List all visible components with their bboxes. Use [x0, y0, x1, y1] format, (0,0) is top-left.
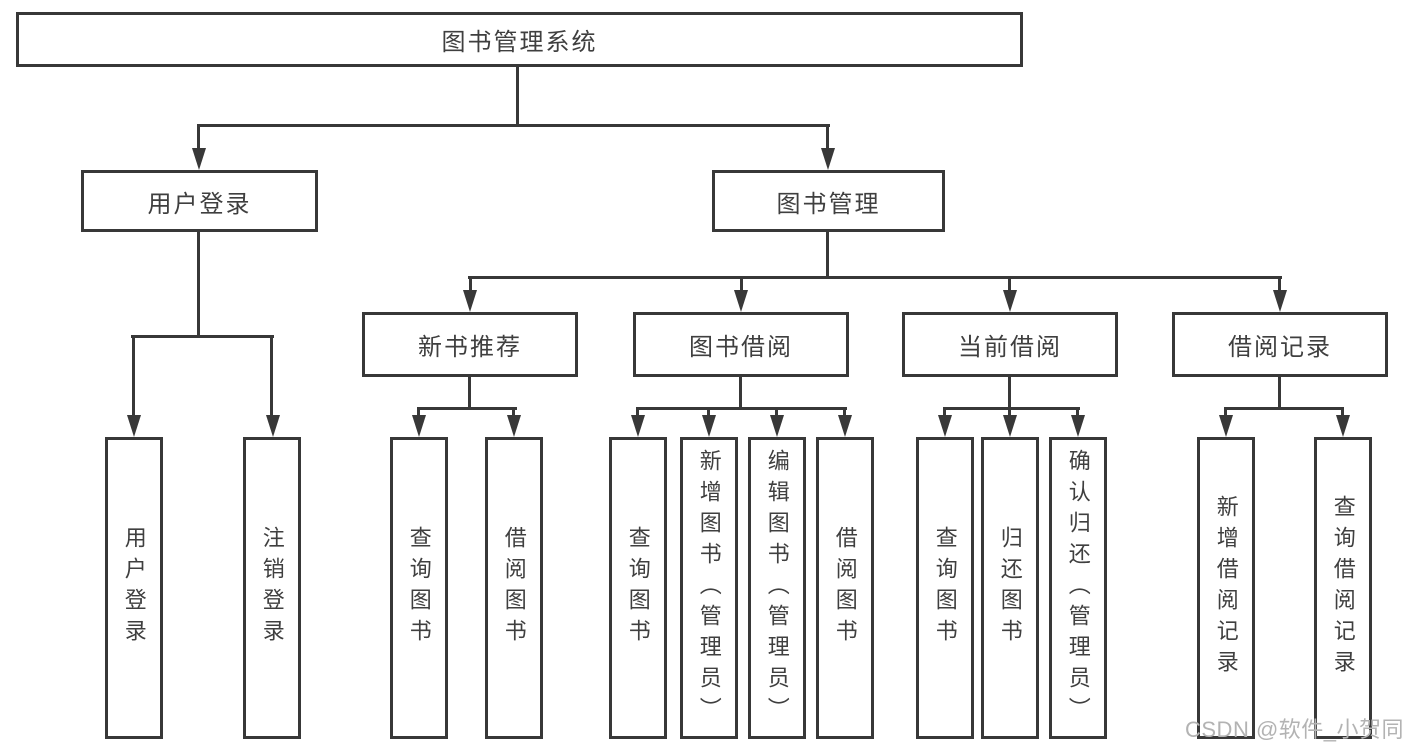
- node-book-mgmt-label: 图书管理: [776, 190, 881, 218]
- node-book-borrow: 图书借阅: [633, 312, 849, 377]
- leaf-user-login: 用户登录: [105, 437, 163, 739]
- arrow-down-icon: [1003, 415, 1017, 437]
- node-borrow-record-label: 借阅记录: [1228, 334, 1332, 361]
- arrow-down-icon: [1071, 415, 1085, 437]
- connector-line: [132, 335, 135, 417]
- connector-line: [1008, 375, 1011, 409]
- connector-line: [1278, 375, 1281, 409]
- leaf-newrec-query-books-label: 查询图书: [406, 526, 432, 650]
- leaf-current-confirm-return-admin-label: 确认归还（管理员）: [1065, 448, 1091, 728]
- leaf-newrec-borrow-books-label: 借阅图书: [501, 526, 527, 650]
- connector-line: [1076, 407, 1079, 417]
- arrow-down-icon: [770, 415, 784, 437]
- arrow-down-icon: [266, 415, 280, 437]
- connector-line: [826, 230, 829, 278]
- connector-line: [740, 276, 743, 292]
- connector-line: [775, 407, 778, 417]
- connector-line: [739, 375, 742, 409]
- connector-line: [1008, 407, 1011, 417]
- arrow-down-icon: [1336, 415, 1350, 437]
- leaf-newrec-borrow-books: 借阅图书: [485, 437, 543, 739]
- connector-line: [943, 407, 946, 417]
- leaf-current-query-books-label: 查询图书: [932, 526, 958, 650]
- node-root-label: 图书管理系统: [441, 29, 598, 56]
- connector-line: [1224, 407, 1227, 417]
- node-book-mgmt: 图书管理: [712, 170, 945, 232]
- leaf-record-query-label: 查询借阅记录: [1330, 495, 1356, 681]
- connector-line: [826, 124, 829, 150]
- leaf-borrow-borrow-books-label: 借阅图书: [832, 526, 858, 650]
- node-user-login-label: 用户登录: [147, 190, 252, 218]
- arrow-down-icon: [463, 290, 477, 312]
- connector-line: [707, 407, 710, 417]
- node-borrow-record: 借阅记录: [1172, 312, 1388, 377]
- connector-line: [636, 407, 847, 410]
- connector-line: [1278, 276, 1281, 292]
- arrow-down-icon: [838, 415, 852, 437]
- leaf-borrow-edit-books-admin-label: 编辑图书（管理员）: [764, 448, 790, 728]
- arrow-down-icon: [507, 415, 521, 437]
- arrow-down-icon: [631, 415, 645, 437]
- connector-line: [1341, 407, 1344, 417]
- connector-line: [516, 65, 519, 127]
- leaf-record-add: 新增借阅记录: [1197, 437, 1255, 739]
- connector-line: [468, 276, 1282, 279]
- leaf-borrow-edit-books-admin: 编辑图书（管理员）: [748, 437, 806, 739]
- leaf-record-query: 查询借阅记录: [1314, 437, 1372, 739]
- connector-line: [197, 124, 830, 127]
- connector-line: [197, 124, 200, 150]
- leaf-current-return-books: 归还图书: [981, 437, 1039, 739]
- leaf-user-login-label: 用户登录: [121, 526, 147, 650]
- leaf-borrow-query-books-label: 查询图书: [625, 526, 651, 650]
- connector-line: [843, 407, 846, 417]
- connector-line: [636, 407, 639, 417]
- arrow-down-icon: [127, 415, 141, 437]
- connector-line: [417, 407, 420, 417]
- leaf-newrec-query-books: 查询图书: [390, 437, 448, 739]
- node-current-borrow-label: 当前借阅: [958, 334, 1062, 361]
- arrow-down-icon: [1219, 415, 1233, 437]
- connector-line: [469, 276, 472, 292]
- leaf-current-return-books-label: 归还图书: [997, 526, 1023, 650]
- node-new-book-rec-label: 新书推荐: [418, 334, 522, 361]
- leaf-record-add-label: 新增借阅记录: [1213, 495, 1239, 681]
- arrow-down-icon: [938, 415, 952, 437]
- leaf-borrow-add-books-admin-label: 新增图书（管理员）: [696, 448, 722, 728]
- arrow-down-icon: [192, 148, 206, 170]
- leaf-current-query-books: 查询图书: [916, 437, 974, 739]
- leaf-borrow-borrow-books: 借阅图书: [816, 437, 874, 739]
- leaf-borrow-query-books: 查询图书: [609, 437, 667, 739]
- node-root: 图书管理系统: [16, 12, 1023, 67]
- arrow-down-icon: [1273, 290, 1287, 312]
- node-book-borrow-label: 图书借阅: [689, 334, 793, 361]
- arrow-down-icon: [702, 415, 716, 437]
- arrow-down-icon: [1003, 290, 1017, 312]
- connector-line: [131, 335, 274, 338]
- node-new-book-rec: 新书推荐: [362, 312, 578, 377]
- watermark: CSDN @软件_小贺同学: [1185, 717, 1405, 742]
- node-current-borrow: 当前借阅: [902, 312, 1118, 377]
- connector-line: [943, 407, 1080, 410]
- arrow-down-icon: [734, 290, 748, 312]
- connector-line: [417, 407, 517, 410]
- arrow-down-icon: [412, 415, 426, 437]
- arrow-down-icon: [821, 148, 835, 170]
- connector-line: [468, 375, 471, 409]
- leaf-logout: 注销登录: [243, 437, 301, 739]
- connector-line: [512, 407, 515, 417]
- connector-line: [1008, 276, 1011, 292]
- connector-line: [270, 335, 273, 417]
- leaf-borrow-add-books-admin: 新增图书（管理员）: [680, 437, 738, 739]
- leaf-current-confirm-return-admin: 确认归还（管理员）: [1049, 437, 1107, 739]
- leaf-logout-label: 注销登录: [259, 526, 285, 650]
- node-user-login: 用户登录: [81, 170, 318, 232]
- connector-line: [1224, 407, 1344, 410]
- connector-line: [197, 230, 200, 338]
